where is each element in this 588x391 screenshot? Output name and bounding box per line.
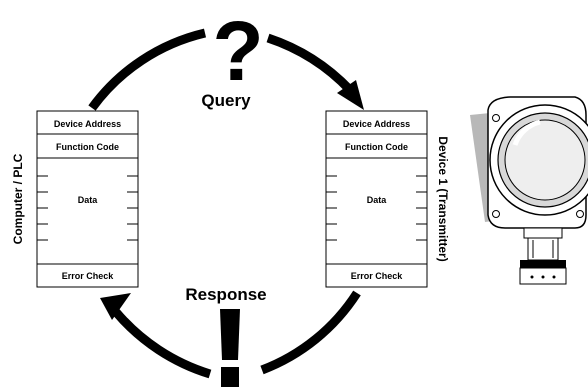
slave-check-field: Error Check: [351, 271, 404, 281]
query-label: Query: [201, 91, 251, 110]
master-check-field: Error Check: [62, 271, 115, 281]
query-arrow: [88, 28, 364, 111]
response-label: Response: [185, 285, 266, 304]
master-frame: Device Address Function Code Data Error …: [36, 110, 139, 288]
response-arrowhead-icon: [100, 293, 131, 320]
transmitter-device-icon: [470, 96, 588, 285]
slave-address-field: Device Address: [343, 119, 410, 129]
master-label: Computer / PLC: [11, 153, 25, 244]
master-function-field: Function Code: [56, 142, 119, 152]
slave-label: Device 1 (Transmitter): [436, 136, 450, 261]
slave-data-field: Data: [367, 195, 388, 205]
master-data-field: Data: [78, 195, 99, 205]
slave-function-field: Function Code: [345, 142, 408, 152]
question-mark-icon: ?: [212, 4, 263, 98]
exclamation-mark-icon: [220, 309, 240, 387]
query-arrowhead-icon: [337, 80, 364, 110]
master-address-field: Device Address: [54, 119, 121, 129]
response-arrow: [100, 290, 361, 379]
slave-frame: Device Address Function Code Data Error …: [325, 110, 428, 288]
svg-text:?: ?: [212, 4, 263, 98]
